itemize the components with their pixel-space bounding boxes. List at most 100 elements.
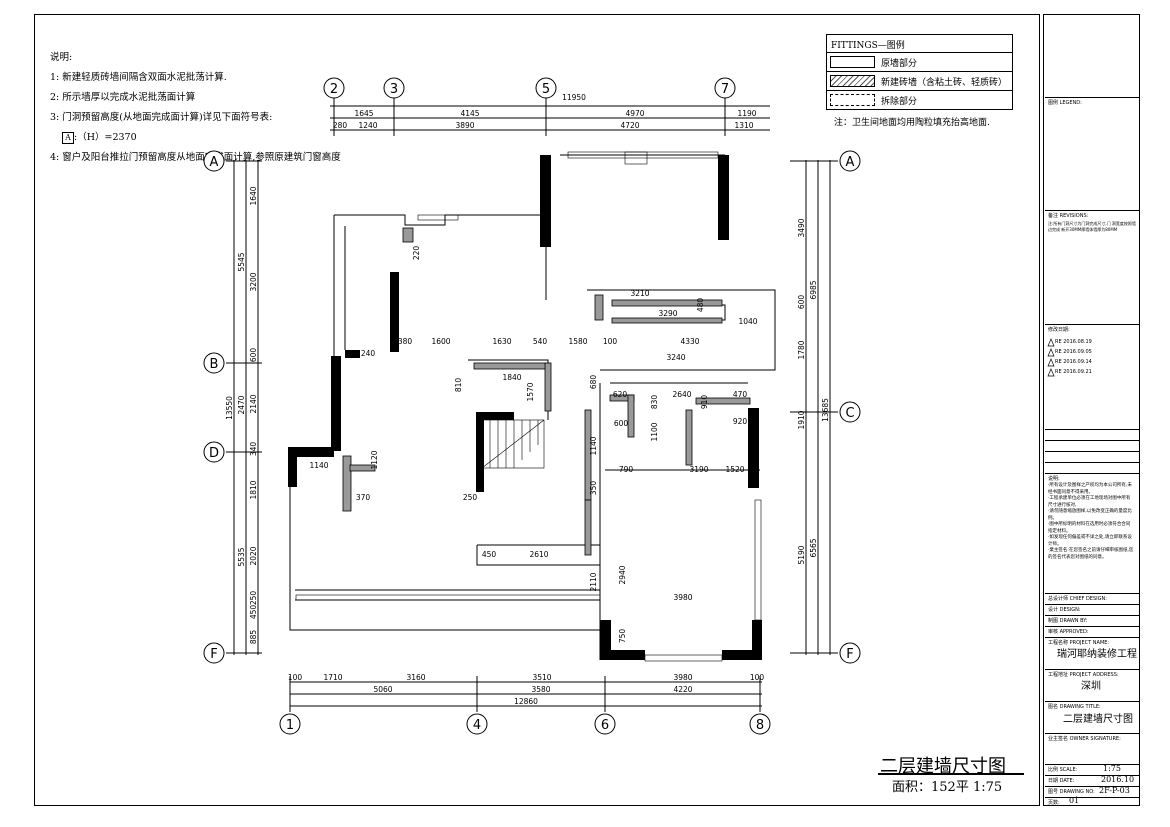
tb-revisions: 备注 REVISIONS: 注:所有门洞尺寸为门洞完成尺寸,门 洞宽度按照墙边完…	[1045, 210, 1139, 324]
tb-design: 设计 DESIGN:	[1045, 604, 1139, 615]
dim-left: 1810	[249, 480, 258, 499]
axis-bubbles	[203, 77, 861, 735]
axis-label-left: F	[210, 647, 217, 662]
dim-interior: 450	[482, 550, 497, 559]
axis-label-right: F	[846, 647, 853, 662]
door-symbol-box: A	[62, 132, 74, 144]
dim-bottom: 100	[750, 673, 765, 682]
tb-owner-signature: 业主签名 OWNER SIGNATURE:	[1045, 733, 1139, 764]
axis-label-left: B	[210, 357, 219, 372]
new-wall-swatch	[830, 75, 875, 87]
dim-top: 4720	[620, 121, 639, 130]
dim-interior: 600	[614, 419, 629, 428]
revision-triangle-icon	[1047, 338, 1055, 377]
title-underline	[878, 773, 1024, 775]
dim-interior: 830	[650, 395, 659, 410]
dim-interior: 3210	[630, 289, 649, 298]
dim-left-total: 13550	[225, 396, 234, 420]
original-walls	[288, 155, 762, 660]
dim-bottom-total: 12860	[514, 697, 538, 706]
dim-top: 4970	[625, 109, 644, 118]
drawing-title-main: 二层建墙尺寸图	[880, 756, 1006, 777]
note-door-height: A:（H）=2370	[50, 128, 341, 148]
dim-interior: 2110	[589, 572, 598, 591]
dim-right: 6565	[809, 538, 818, 557]
dim-interior: 810	[454, 378, 463, 393]
dim-interior: 920	[733, 417, 748, 426]
axis-label-top: 2	[330, 82, 338, 97]
axis-label-left: D	[209, 446, 219, 461]
dim-interior: 1840	[502, 373, 521, 382]
dim-interior: 3980	[673, 593, 692, 602]
dim-left: 2470	[237, 395, 246, 414]
tb-drawn-by: 制图 DRAWN BY:	[1045, 615, 1139, 626]
windows	[295, 151, 762, 662]
dim-interior: 3240	[666, 353, 685, 362]
dim-left: 3200	[249, 272, 258, 291]
dim-top: 3890	[455, 121, 474, 130]
tb-drawing-title: 图名 DRAWING TITLE: 二层建墙尺寸图	[1045, 701, 1139, 733]
dim-interior: 1120	[370, 450, 379, 469]
title-block-frame	[1043, 14, 1140, 806]
tb-revise-dates: 修改日期: RE 2016.08.19 RE 2016.09.05 RE 201…	[1045, 324, 1139, 429]
axis-label-bottom: 8	[756, 718, 764, 733]
tb-page: 页数: 01	[1045, 797, 1139, 806]
dim-left: 250	[249, 591, 258, 606]
dim-interior: 240	[361, 349, 376, 358]
dim-interior: 1580	[568, 337, 587, 346]
dim-top: 1240	[358, 121, 377, 130]
dim-interior: 790	[619, 465, 634, 474]
dim-interior: 220	[412, 246, 421, 261]
dim-top-total: 11950	[562, 93, 586, 102]
floor-plan: 2 3 5 7 1 4 6 8 A B D F A C F 11950 1645…	[203, 77, 861, 735]
dim-top: 1645	[354, 109, 373, 118]
tb-legend: 图例 LEGEND:	[1045, 97, 1139, 210]
note-3: 3: 门洞预留高度(从地面完成面计算)详见下面符号表:	[50, 112, 273, 123]
dim-left: 5535	[237, 547, 246, 566]
legend-item-new: 新建砖墙（含粘土砖、轻质砖）	[827, 71, 1012, 91]
dim-right: 3490	[797, 218, 806, 237]
tb-approved: 审核 APPROVED:	[1045, 626, 1139, 637]
dim-left: 1640	[249, 186, 258, 205]
dim-top: 1310	[734, 121, 753, 130]
wall-outline	[587, 289, 776, 371]
dim-interior: 380	[398, 337, 413, 346]
wall-outline	[334, 214, 542, 226]
tb-drawing-no: 图号 DRAWING NO: 2F-P-03	[1045, 786, 1139, 797]
dim-left: 5545	[237, 252, 246, 271]
dim-interior: 1570	[526, 382, 535, 401]
axis-label-bottom: 4	[473, 718, 481, 733]
dim-interior: 1630	[492, 337, 511, 346]
dim-interior: 680	[589, 375, 598, 390]
dim-interior: 2940	[618, 565, 627, 584]
dim-top: 1190	[737, 109, 756, 118]
axis-label-bottom: 6	[601, 718, 609, 733]
dim-bottom: 3510	[532, 673, 551, 682]
dim-right: 6985	[809, 280, 818, 299]
dim-interior: 470	[733, 390, 748, 399]
new-walls	[342, 227, 751, 556]
notes-heading: 说明:	[50, 52, 73, 63]
dim-interior: 910	[700, 395, 709, 410]
dim-left: 340	[249, 442, 258, 457]
axis-label-right: C	[845, 406, 854, 421]
dim-left: 600	[249, 348, 258, 363]
dim-interior: 2640	[672, 390, 691, 399]
demolish-swatch	[830, 94, 875, 106]
tb-project-name: 工程名称 PROJECT NAME: 瑞河耶纳装修工程	[1045, 637, 1139, 669]
dim-interior: 1600	[431, 337, 450, 346]
original-wall-swatch	[830, 56, 875, 68]
dim-right: 1780	[797, 340, 806, 359]
dim-right: 600	[797, 295, 806, 310]
dim-interior: 1140	[589, 436, 598, 455]
dim-bottom: 3160	[406, 673, 425, 682]
dim-interior: 100	[603, 337, 618, 346]
dim-interior: 1520	[725, 465, 744, 474]
dim-bottom: 3580	[531, 685, 550, 694]
dim-bottom: 3980	[673, 673, 692, 682]
dim-interior: 750	[618, 629, 627, 644]
dim-top: 280	[333, 121, 348, 130]
dim-interior: 370	[356, 493, 371, 502]
axis-label-top: 3	[390, 82, 398, 97]
dim-top: 4145	[460, 109, 479, 118]
